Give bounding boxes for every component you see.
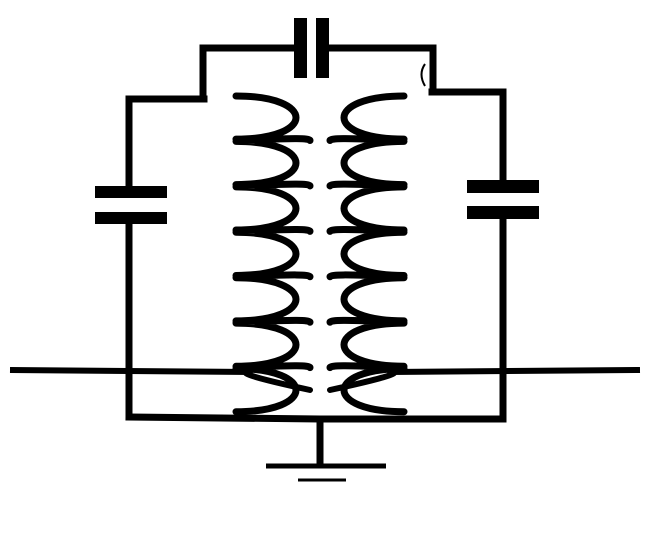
- right-inductor-windings: [326, 92, 408, 416]
- signal-line-left: [9, 367, 253, 375]
- top-capacitor-plate-left: [294, 18, 307, 78]
- bottom-rail-wire: [125, 413, 507, 423]
- left-capacitor-branch: [95, 95, 208, 421]
- left-inductor: [232, 92, 314, 416]
- left-capacitor-plate-top: [95, 186, 167, 198]
- top-capacitor-loop: [199, 18, 437, 102]
- right-capacitor-plate-top: [467, 180, 539, 193]
- top-loop-left-wire: [199, 44, 304, 102]
- right-inductor-lead: [327, 369, 398, 393]
- left-branch-top-wire: [125, 95, 208, 194]
- right-inductor: [326, 92, 408, 416]
- bottom-rail: [125, 413, 507, 482]
- top-loop-right-wire: [324, 44, 437, 96]
- right-capacitor-plate-bottom: [467, 206, 539, 219]
- top-loop-corner-notch: [420, 63, 426, 87]
- right-capacitor-branch: [428, 88, 539, 423]
- left-inductor-lead: [242, 369, 313, 393]
- signal-line-right: [389, 367, 641, 375]
- left-capacitor-plate-bottom: [95, 212, 167, 224]
- right-branch-top-wire: [428, 88, 507, 187]
- signal-line: [9, 367, 641, 375]
- left-inductor-windings: [232, 92, 314, 416]
- top-capacitor-plate-right: [316, 18, 329, 78]
